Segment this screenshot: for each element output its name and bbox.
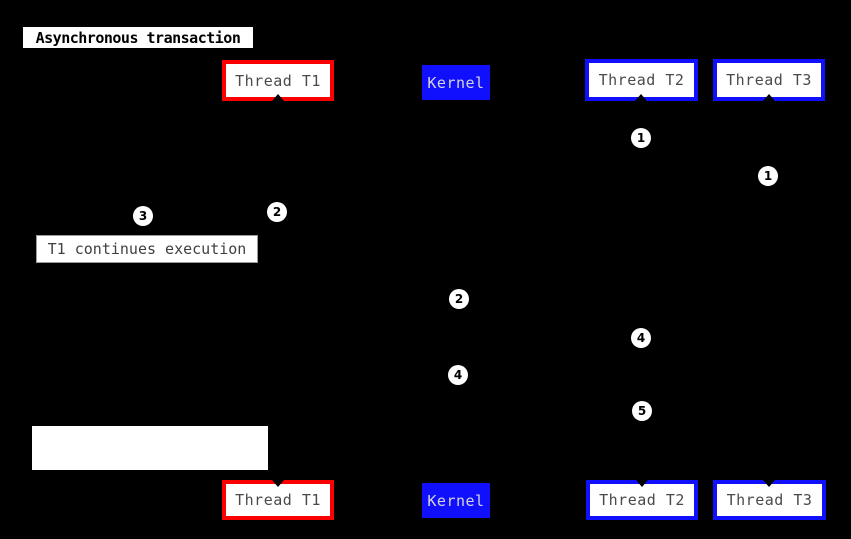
note-t1-continues: T1 continues execution <box>36 235 258 263</box>
lifeline-notch-icon <box>272 480 284 487</box>
sequence-marker-5: 5 <box>632 401 652 421</box>
participant-kernel-top: Kernel <box>422 65 490 100</box>
lifeline-notch-icon <box>763 94 775 101</box>
lifeline-notch-icon <box>635 94 647 101</box>
sequence-marker-4b: 4 <box>448 365 468 385</box>
participant-kernel-bottom: Kernel <box>422 483 490 518</box>
sequence-marker-2b: 2 <box>449 289 469 309</box>
note-blank <box>32 426 268 470</box>
sequence-marker-1b: 1 <box>758 166 778 186</box>
sequence-marker-1a: 1 <box>631 128 651 148</box>
sequence-marker-3: 3 <box>133 206 153 226</box>
lifeline-notch-icon <box>272 94 284 101</box>
sequence-marker-2a: 2 <box>267 202 287 222</box>
lifeline-notch-icon <box>763 480 775 487</box>
sequence-marker-4a: 4 <box>631 328 651 348</box>
lifeline-notch-icon <box>636 480 648 487</box>
diagram-title: Asynchronous transaction <box>23 27 253 48</box>
